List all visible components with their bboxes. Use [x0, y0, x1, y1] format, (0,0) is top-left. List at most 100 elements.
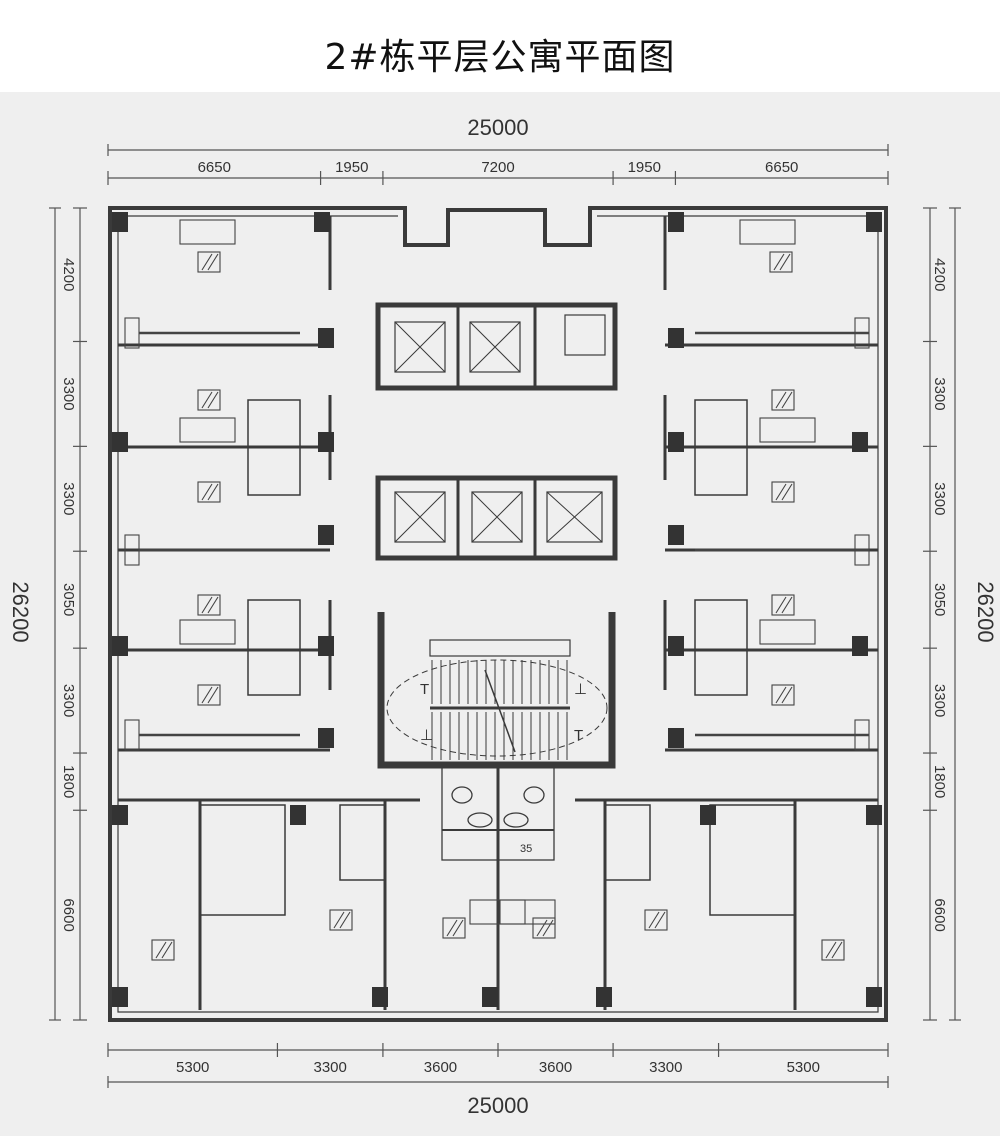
dim-label-right_segments: 3300	[931, 482, 948, 515]
hatch	[201, 391, 219, 409]
hatch	[201, 483, 219, 501]
column	[112, 987, 128, 1007]
dim-label-top_segments: 1950	[628, 159, 661, 176]
left-total-dimension: 26200	[8, 581, 33, 642]
hatch	[648, 911, 666, 929]
hatched-block	[197, 684, 221, 706]
elevator-core-lower	[375, 475, 618, 561]
column	[112, 212, 128, 232]
dim-label-bottom_segments: 3300	[649, 1059, 682, 1076]
hatch	[775, 596, 793, 614]
dim-label-left_segments: 6600	[60, 898, 77, 931]
column	[112, 636, 128, 656]
bathroom-enclosure	[199, 804, 286, 916]
bottom-total-dimension: 25000	[467, 1093, 528, 1118]
dim-label-top_segments: 7200	[481, 159, 514, 176]
sofa	[759, 417, 816, 443]
dim-label-bottom_segments: 5300	[176, 1059, 209, 1076]
column	[852, 636, 868, 656]
column	[866, 212, 882, 232]
dim-label-right_segments: 3300	[931, 377, 948, 410]
hatched-block	[644, 909, 668, 931]
column	[668, 728, 684, 748]
stair-up-right-label: T	[574, 727, 583, 744]
top-total-dimension: 25000	[467, 115, 528, 140]
sofa	[179, 417, 236, 443]
dim-label-left_segments: 4200	[60, 258, 77, 291]
hatched-block	[532, 917, 556, 939]
hatched-block	[197, 251, 221, 273]
hatch	[825, 941, 843, 959]
hatched-block	[151, 939, 175, 961]
hatched-block	[821, 939, 845, 961]
column	[668, 212, 684, 232]
hatch	[536, 919, 554, 937]
stair-dn-left-label: ⊥	[420, 727, 433, 744]
hatch	[201, 596, 219, 614]
sofa	[179, 619, 236, 645]
elevator-core-upper	[375, 302, 618, 391]
column	[596, 987, 612, 1007]
window-unit	[124, 719, 140, 751]
hatch	[773, 253, 791, 271]
column	[668, 636, 684, 656]
column	[668, 525, 684, 545]
dim-label-bottom_segments: 3300	[313, 1059, 346, 1076]
hatched-block	[771, 594, 795, 616]
hatched-block	[771, 389, 795, 411]
dim-label-bottom_segments: 3600	[424, 1059, 457, 1076]
column	[318, 636, 334, 656]
column	[318, 432, 334, 452]
column	[318, 328, 334, 348]
hatch	[201, 253, 219, 271]
column	[372, 987, 388, 1007]
bathroom-enclosure	[339, 804, 386, 881]
toilet-label: 35	[520, 843, 532, 855]
sofa	[499, 899, 556, 925]
dim-label-top_segments: 1950	[335, 159, 368, 176]
hatched-block	[442, 917, 466, 939]
hatch	[775, 483, 793, 501]
hatch	[775, 391, 793, 409]
column	[668, 432, 684, 452]
hatched-block	[769, 251, 793, 273]
dim-label-bottom_segments: 5300	[787, 1059, 820, 1076]
dim-label-top_segments: 6650	[765, 159, 798, 176]
hatch	[446, 919, 464, 937]
dim-label-right_segments: 1800	[931, 765, 948, 798]
right-total-dimension: 26200	[973, 581, 998, 642]
column	[866, 805, 882, 825]
structural-columns	[112, 212, 882, 1007]
column	[290, 805, 306, 825]
column	[668, 328, 684, 348]
dim-label-top_segments: 6650	[198, 159, 231, 176]
hatch	[201, 686, 219, 704]
hatched-block	[197, 389, 221, 411]
exterior-walls	[108, 206, 888, 1022]
column	[314, 212, 330, 232]
hatch	[155, 941, 173, 959]
page-title: 2#栋平层公寓平面图	[324, 37, 676, 78]
column	[700, 805, 716, 825]
bathroom-enclosure	[694, 399, 748, 496]
dim-label-left_segments: 1800	[60, 765, 77, 798]
column	[318, 728, 334, 748]
column	[112, 805, 128, 825]
dim-label-right_segments: 3050	[931, 583, 948, 616]
hatched-block	[329, 909, 353, 931]
sofa	[179, 219, 236, 245]
dim-label-right_segments: 3300	[931, 684, 948, 717]
column	[852, 432, 868, 452]
public-toilets	[441, 764, 555, 1010]
hatch	[775, 686, 793, 704]
stair-up-left-label: T	[420, 681, 429, 698]
hatch	[333, 911, 351, 929]
column	[482, 987, 498, 1007]
hatched-block	[197, 481, 221, 503]
sofa	[759, 619, 816, 645]
column	[866, 987, 882, 1007]
dim-label-left_segments: 3300	[60, 377, 77, 410]
